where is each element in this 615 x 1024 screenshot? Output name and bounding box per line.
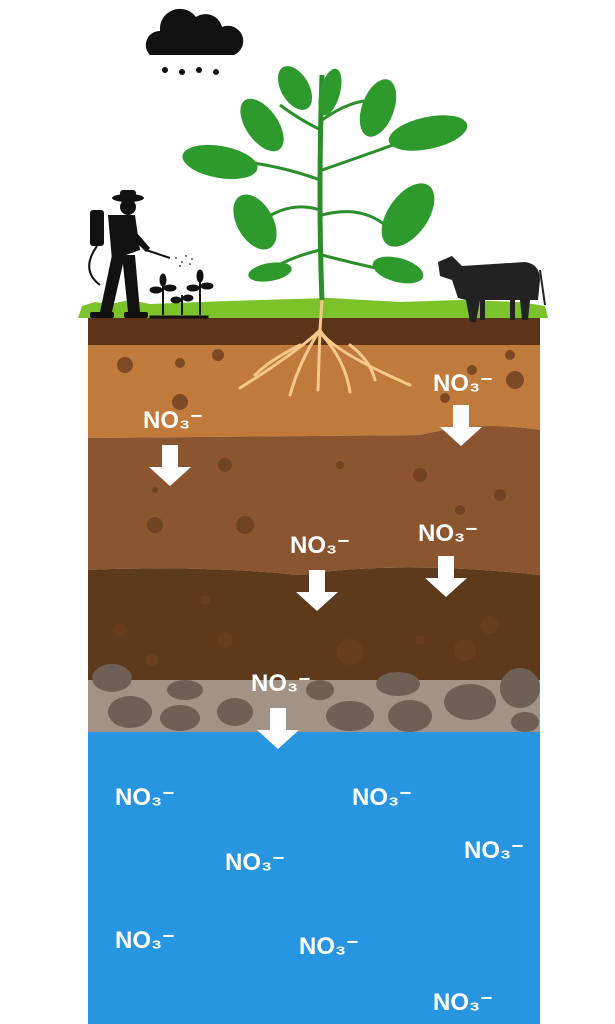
groundwater-layer [88, 732, 540, 1024]
seedlings-icon [149, 269, 214, 319]
nitrate-label: NO₃⁻ [115, 784, 175, 811]
nitrate-label: NO₃⁻ [418, 520, 478, 547]
grass-strip [78, 298, 548, 318]
down-arrow-icon [440, 405, 482, 446]
nitrate-label: NO₃⁻ [433, 989, 493, 1016]
nitrate-label: NO₃⁻ [251, 670, 311, 697]
soil-particles [113, 349, 524, 666]
nitrate-label: NO₃⁻ [433, 370, 493, 397]
clay-layer [88, 426, 540, 575]
rain-cloud-icon [145, 8, 244, 75]
cow-icon [438, 256, 546, 322]
nitrate-label: NO₃⁻ [299, 933, 359, 960]
farmer-spraying-icon [88, 190, 193, 318]
nitrate-label: NO₃⁻ [225, 849, 285, 876]
topsoil-layer [88, 318, 540, 348]
down-arrow-icon [425, 556, 467, 597]
nitrate-label: NO₃⁻ [115, 927, 175, 954]
nitrate-label: NO₃⁻ [290, 532, 350, 559]
plant-icon [182, 66, 468, 301]
down-arrow-icon [296, 570, 338, 611]
leaching-arrows [149, 405, 482, 749]
down-arrow-icon [149, 445, 191, 486]
nitrate-labels: NO₃⁻ NO₃⁻ NO₃⁻ NO₃⁻ NO₃⁻ NO₃⁻ NO₃⁻ NO₃⁻ … [115, 370, 524, 1016]
plant-roots [238, 298, 412, 397]
nitrate-label: NO₃⁻ [352, 784, 412, 811]
nitrate-label: NO₃⁻ [143, 407, 203, 434]
nitrate-label: NO₃⁻ [464, 837, 524, 864]
down-arrow-icon [257, 708, 299, 749]
subsoil-layer [88, 345, 540, 438]
gravel-layer [88, 664, 540, 734]
